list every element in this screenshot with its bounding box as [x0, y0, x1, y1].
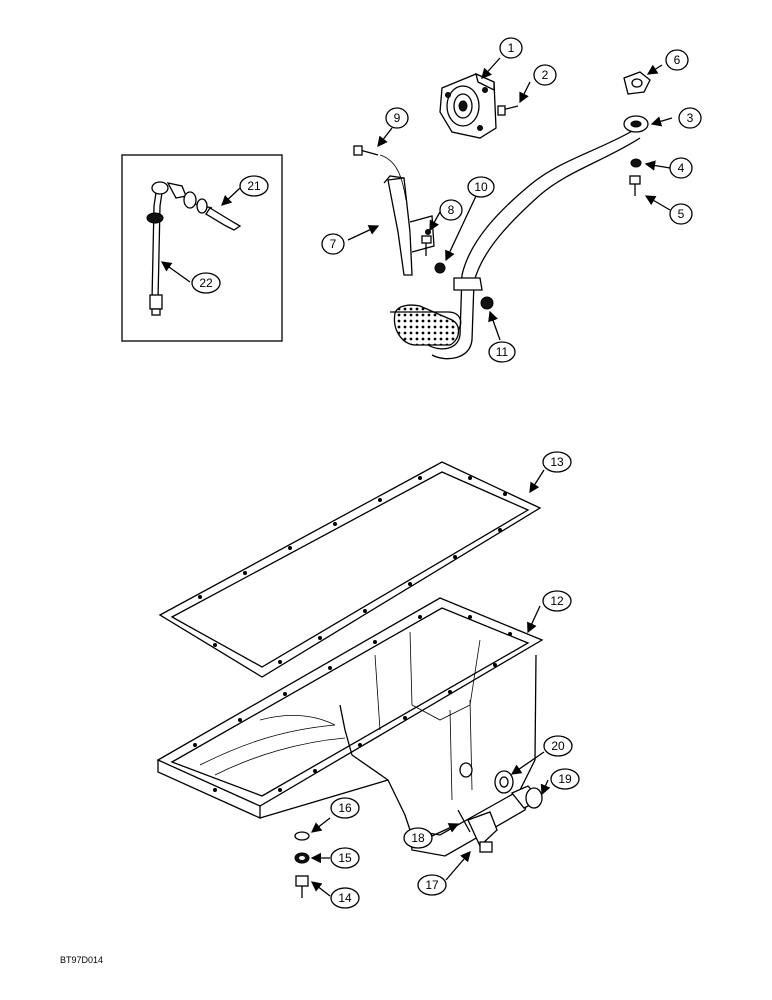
svg-text:8: 8 — [448, 203, 455, 217]
svg-text:18: 18 — [411, 831, 425, 845]
svg-text:16: 16 — [338, 801, 352, 815]
svg-text:5: 5 — [678, 207, 685, 221]
svg-text:14: 14 — [338, 891, 352, 905]
callout-5: 5 — [669, 203, 693, 225]
svg-text:4: 4 — [678, 161, 685, 175]
leader-lines — [160, 57, 673, 897]
svg-text:6: 6 — [674, 53, 681, 67]
oil-pump — [439, 72, 497, 139]
oil-strainer-screen — [390, 304, 462, 346]
drain-valve-17 — [467, 811, 498, 853]
callout-10: 10 — [467, 176, 495, 198]
svg-text:1: 1 — [508, 41, 515, 55]
oil-pan-gasket — [158, 461, 542, 678]
svg-text:21: 21 — [247, 179, 261, 193]
svg-text:17: 17 — [425, 878, 439, 892]
nut-11 — [480, 296, 494, 310]
sealing-washer-20 — [494, 770, 514, 794]
bracket-bolt-9 — [353, 145, 407, 201]
callout-18: 18 — [403, 827, 433, 849]
washer-15 — [294, 852, 310, 864]
svg-text:11: 11 — [496, 345, 509, 359]
support-bracket — [383, 175, 435, 276]
callout-9: 9 — [385, 107, 409, 129]
callout-2: 2 — [533, 64, 557, 86]
callout-17: 17 — [417, 874, 447, 896]
pump-screw — [497, 105, 519, 116]
tube-gasket — [623, 71, 651, 95]
pickup-tube — [427, 115, 649, 360]
svg-text:7: 7 — [330, 237, 337, 251]
callout-19: 19 — [550, 768, 580, 790]
screw-14 — [295, 875, 309, 898]
callout-22: 22 — [191, 272, 221, 294]
svg-text:15: 15 — [338, 851, 352, 865]
callout-3: 3 — [678, 107, 702, 129]
bracket-bolt-8 — [421, 235, 432, 256]
svg-text:9: 9 — [394, 111, 401, 125]
callout-4: 4 — [669, 157, 693, 179]
svg-text:19: 19 — [558, 772, 572, 786]
svg-text:12: 12 — [550, 594, 564, 608]
svg-text:3: 3 — [687, 111, 694, 125]
callout-8: 8 — [439, 199, 463, 221]
callout-11: 11 — [488, 341, 516, 363]
svg-text:13: 13 — [550, 455, 564, 469]
flange-bolt — [629, 175, 641, 196]
callout-12: 12 — [542, 590, 572, 612]
washer-16 — [294, 831, 310, 841]
nut-10 — [434, 262, 446, 274]
svg-text:10: 10 — [474, 180, 488, 194]
callout-6: 6 — [665, 49, 689, 71]
callout-16: 16 — [330, 797, 360, 819]
callout-15: 15 — [330, 847, 360, 869]
callout-20: 20 — [543, 735, 573, 757]
o-ring-18 — [457, 809, 471, 833]
callout-14: 14 — [330, 887, 360, 909]
drain-plug-19 — [510, 785, 543, 809]
svg-text:2: 2 — [542, 68, 549, 82]
callout-7: 7 — [321, 233, 345, 255]
lock-washer — [630, 158, 642, 168]
svg-text:20: 20 — [551, 739, 565, 753]
callout-21: 21 — [239, 175, 269, 197]
dipstick-inset — [121, 154, 283, 342]
callout-13: 13 — [542, 451, 572, 473]
callout-1: 1 — [499, 37, 523, 59]
svg-text:22: 22 — [199, 276, 213, 290]
drawing-code: BT97D014 — [60, 955, 103, 965]
